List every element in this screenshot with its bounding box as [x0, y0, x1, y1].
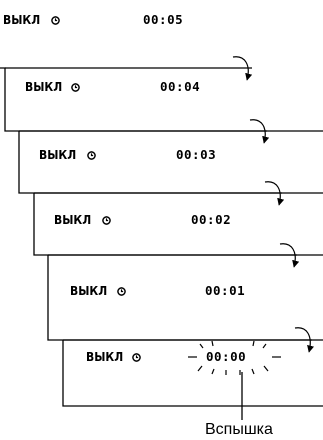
- timer-value: 00:04: [160, 79, 201, 94]
- status-label: ВЫКЛ: [54, 213, 92, 227]
- status-label: ВЫКЛ: [86, 350, 124, 364]
- timer-value: 00:03: [176, 147, 217, 162]
- clock-icon: [71, 83, 80, 92]
- clock-icon: [117, 287, 126, 296]
- frame-3-outline: [18, 131, 323, 194]
- timer-value: 00:01: [205, 283, 246, 298]
- clock-icon: [51, 16, 60, 25]
- clock-icon: [102, 216, 111, 225]
- frame-5-arrow: [279, 243, 300, 268]
- timer-value-flashing: 00:00: [206, 349, 247, 364]
- timer-value: 00:05: [143, 12, 184, 27]
- clock-icon: [87, 151, 96, 160]
- frame-3-arrow: [249, 119, 270, 144]
- frame-2-arrow: [232, 56, 253, 81]
- status-label: ВЫКЛ: [3, 13, 41, 27]
- flash-callout-label: Вспышка: [205, 421, 273, 438]
- status-label: ВЫКЛ: [25, 80, 63, 94]
- flash-rays: [188, 340, 281, 375]
- frame-6-outline: [62, 340, 323, 407]
- status-label: ВЫКЛ: [39, 148, 77, 162]
- frame-2-outline: [0, 67, 323, 132]
- status-label: ВЫКЛ: [70, 284, 108, 298]
- timer-value: 00:02: [191, 212, 232, 227]
- frame-6-arrow: [294, 327, 315, 353]
- clock-icon: [132, 353, 141, 362]
- frame-4-arrow: [264, 181, 285, 206]
